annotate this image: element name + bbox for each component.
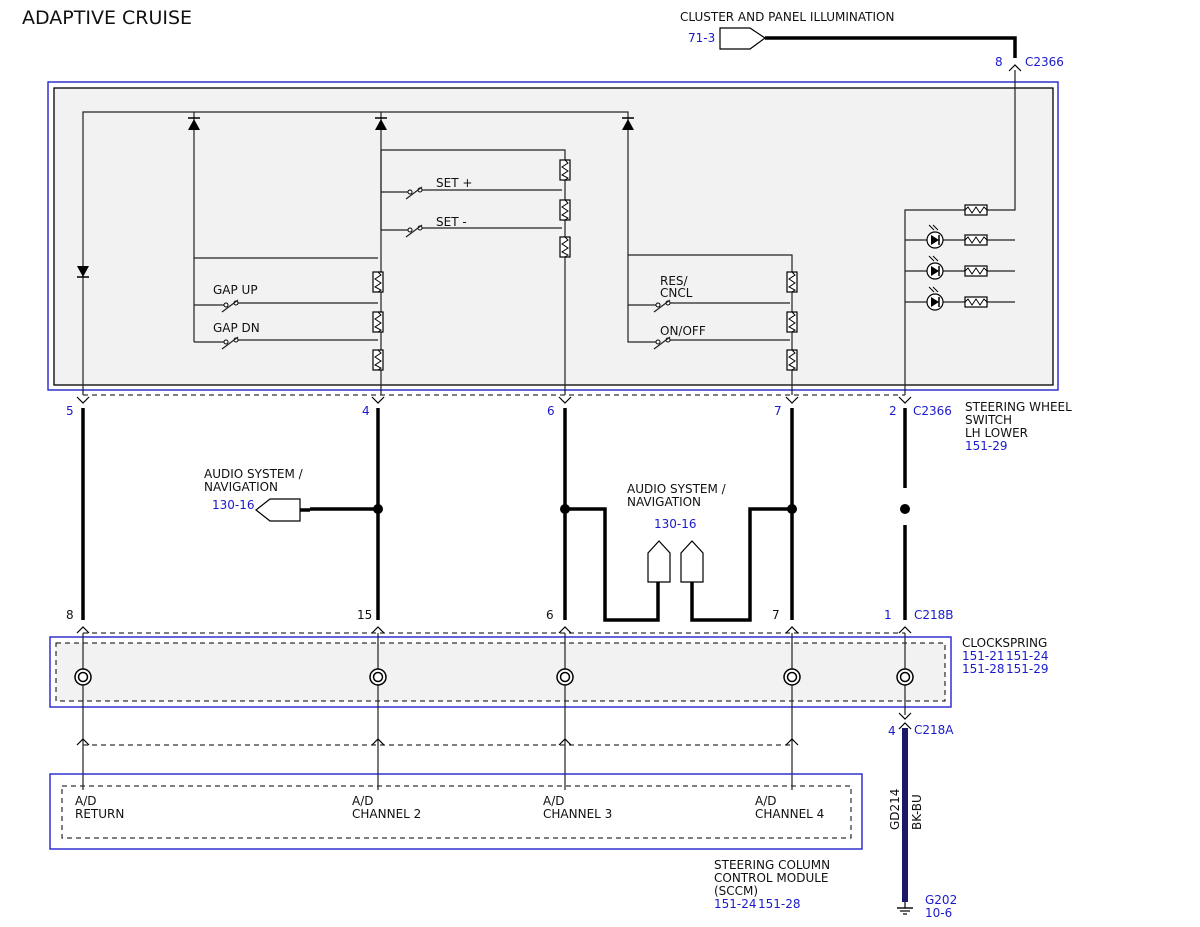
sccm-pin-2-line2: CHANNEL 2 bbox=[352, 807, 421, 821]
main-wires bbox=[81, 408, 907, 622]
ground-name: G202 bbox=[925, 893, 957, 907]
resistor-icon bbox=[372, 311, 384, 333]
c2366-pin-2: 2 bbox=[889, 404, 897, 418]
sccm-pin-3-line1: A/D bbox=[543, 794, 565, 808]
resistor-icon bbox=[786, 349, 798, 371]
c218b-pin-8: 8 bbox=[66, 608, 74, 622]
sccm-frame bbox=[49, 773, 863, 850]
resistor-icon bbox=[559, 236, 571, 258]
resistor-icon bbox=[786, 311, 798, 333]
res-cncl-label-1: RES/ bbox=[660, 274, 689, 288]
sccm-name-line3: (SCCM) bbox=[714, 884, 758, 898]
sccm-name-line1: STEERING COLUMN bbox=[714, 858, 830, 872]
page-title: ADAPTIVE CRUISE bbox=[22, 7, 192, 29]
switch-ref[interactable]: 151-29 bbox=[965, 439, 1008, 453]
gap-up-label: GAP UP bbox=[213, 283, 258, 297]
connector-c218a: C218A bbox=[914, 723, 954, 737]
clockspring-terminal-icon bbox=[556, 668, 574, 686]
switch-name-line2: SWITCH bbox=[965, 413, 1012, 427]
sccm-pin-2-line1: A/D bbox=[352, 794, 374, 808]
resistor-icon bbox=[559, 199, 571, 221]
pin-8-label: 8 bbox=[995, 55, 1003, 69]
cluster-illumination-ref[interactable]: 71-3 bbox=[688, 31, 715, 45]
cluster-connector-icon bbox=[719, 27, 767, 50]
cluster-illumination-label: CLUSTER AND PANEL ILLUMINATION bbox=[680, 10, 894, 24]
c218b-pin-6: 6 bbox=[546, 608, 554, 622]
clockspring-label: CLOCKSPRING bbox=[962, 636, 1047, 650]
illumination-wire bbox=[765, 36, 1017, 58]
set-plus-label: SET + bbox=[436, 176, 472, 190]
sccm-pin-4-line2: CHANNEL 4 bbox=[755, 807, 824, 821]
set-minus-label: SET - bbox=[436, 215, 467, 229]
ground-wire-color: BK-BU bbox=[910, 794, 924, 830]
steering-wheel-switch-panel bbox=[53, 87, 1054, 386]
res-cncl-label-2: CNCL bbox=[660, 286, 693, 300]
clockspring-terminal-icon bbox=[896, 668, 914, 686]
sccm-name-line2: CONTROL MODULE bbox=[714, 871, 829, 885]
clockspring-ref-3[interactable]: 151-28 bbox=[962, 662, 1005, 676]
sccm-pin-4-line1: A/D bbox=[755, 794, 777, 808]
ground-ref[interactable]: 10-6 bbox=[925, 906, 952, 920]
clockspring-ref-1[interactable]: 151-21 bbox=[962, 649, 1005, 663]
sccm-ref-2[interactable]: 151-28 bbox=[758, 897, 801, 911]
switch-name-line1: STEERING WHEEL bbox=[965, 400, 1072, 414]
resistor-icon bbox=[964, 296, 988, 308]
ground-icon bbox=[897, 902, 913, 915]
audio-left-ref[interactable]: 130-16 bbox=[212, 498, 255, 512]
clockspring-terminal-icon bbox=[369, 668, 387, 686]
ground-circuit-label: GD214 bbox=[888, 789, 902, 830]
c2366-pin-5: 5 bbox=[66, 404, 74, 418]
gap-dn-label: GAP DN bbox=[213, 321, 260, 335]
audio-center-connector-icon-1 bbox=[647, 540, 671, 583]
connector-c2366: C2366 bbox=[913, 404, 952, 418]
switch-name-line3: LH LOWER bbox=[965, 426, 1028, 440]
sccm-pin-3-line2: CHANNEL 3 bbox=[543, 807, 612, 821]
c2366-pin-7: 7 bbox=[774, 404, 782, 418]
clockspring-ref-4[interactable]: 151-29 bbox=[1006, 662, 1049, 676]
resistor-icon bbox=[372, 271, 384, 293]
audio-left-line2: NAVIGATION bbox=[204, 480, 278, 494]
audio-center-line1: AUDIO SYSTEM / bbox=[627, 482, 727, 496]
resistor-icon bbox=[964, 234, 988, 246]
on-off-label: ON/OFF bbox=[660, 324, 706, 338]
c2366-pin-4: 4 bbox=[362, 404, 370, 418]
audio-left-line1: AUDIO SYSTEM / bbox=[204, 467, 304, 481]
sccm-pin-1-line1: A/D bbox=[75, 794, 97, 808]
steering-wheel-switch-frame bbox=[47, 81, 1059, 391]
resistor-icon bbox=[372, 349, 384, 371]
connector-c2366-top: C2366 bbox=[1025, 55, 1064, 69]
c218a-pin-4: 4 bbox=[888, 724, 896, 738]
c218b-pin-7: 7 bbox=[772, 608, 780, 622]
audio-center-ref[interactable]: 130-16 bbox=[654, 517, 697, 531]
clockspring-frame bbox=[49, 636, 952, 708]
clockspring-terminal-icon bbox=[74, 668, 92, 686]
sccm-panel bbox=[61, 785, 852, 839]
resistor-icon bbox=[964, 265, 988, 277]
sccm-ref-1[interactable]: 151-24 bbox=[714, 897, 757, 911]
audio-center-connector-icon-2 bbox=[680, 540, 704, 583]
resistor-icon bbox=[964, 204, 988, 216]
c218b-pin-1: 1 bbox=[884, 608, 892, 622]
audio-center-line2: NAVIGATION bbox=[627, 495, 701, 509]
c2366-pin-6: 6 bbox=[547, 404, 555, 418]
c218b-pin-15: 15 bbox=[357, 608, 372, 622]
clockspring-panel bbox=[55, 642, 946, 702]
clockspring-terminal-icon bbox=[783, 668, 801, 686]
sccm-pin-1-line2: RETURN bbox=[75, 807, 124, 821]
audio-left-connector-icon bbox=[255, 498, 301, 522]
clockspring-ref-2[interactable]: 151-24 bbox=[1006, 649, 1049, 663]
connector-c218b: C218B bbox=[914, 608, 954, 622]
resistor-icon bbox=[559, 159, 571, 181]
resistor-icon bbox=[786, 271, 798, 293]
